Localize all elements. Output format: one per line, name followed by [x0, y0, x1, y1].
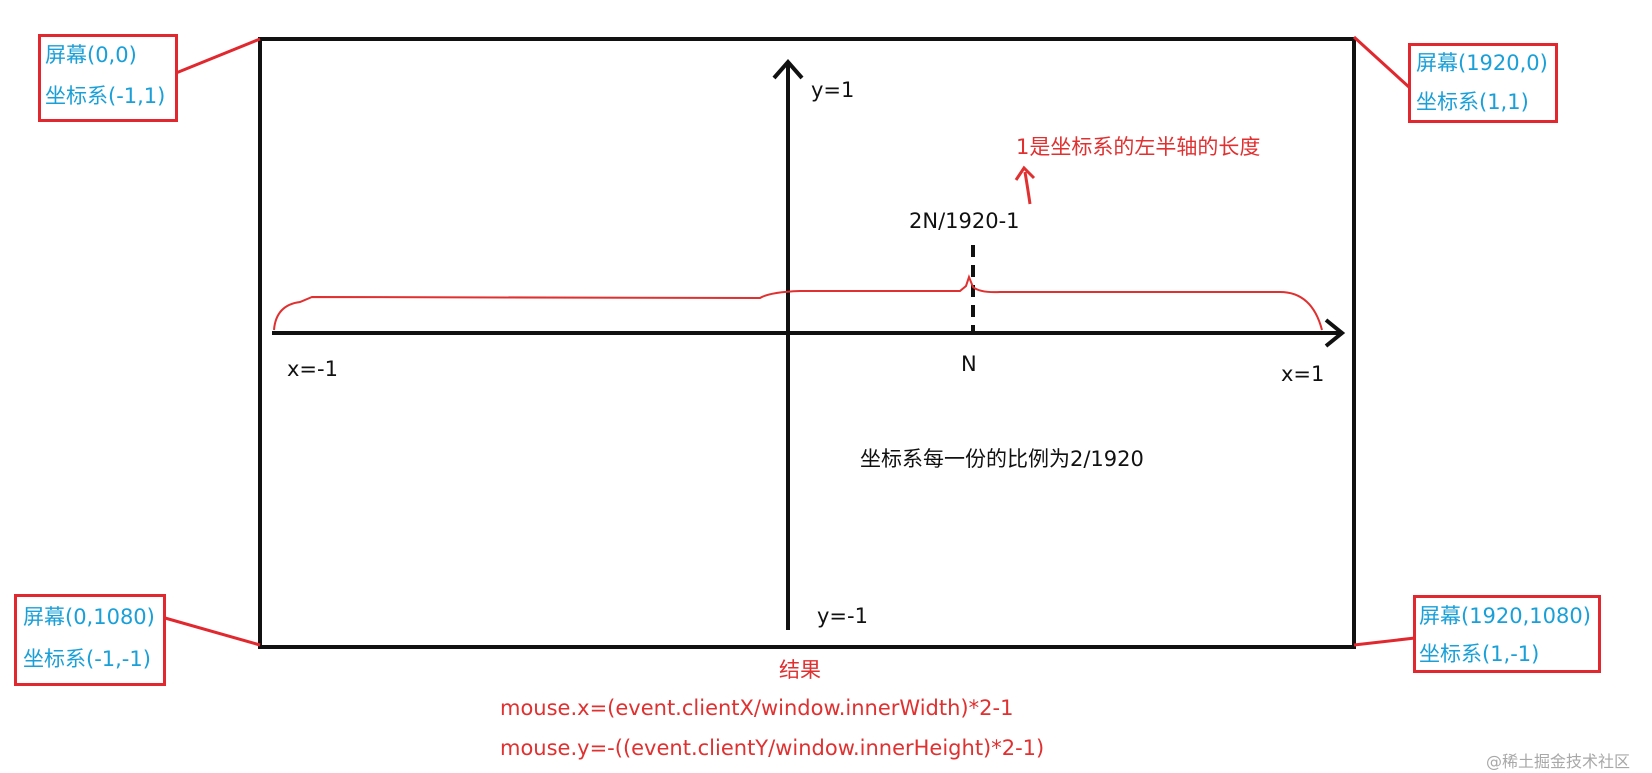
top-left-coord-label: 坐标系(-1,1) — [45, 84, 166, 108]
y-top-label: y=1 — [811, 78, 855, 102]
half-axis-bracket — [273, 274, 1323, 331]
bottom-left-screen-label: 屏幕(0,1080) — [23, 605, 155, 629]
bottom-right-screen-label: 屏幕(1920,1080) — [1419, 604, 1591, 628]
x-left-label: x=-1 — [287, 357, 338, 381]
n-formula-label: 2N/1920-1 — [909, 209, 1020, 233]
note-arrow-head — [1014, 165, 1036, 181]
result-title: 结果 — [779, 658, 821, 682]
bottom-left-coord-label: 坐标系(-1,-1) — [23, 647, 151, 671]
bottom-right-coord-label: 坐标系(1,-1) — [1419, 642, 1540, 666]
top-right-screen-label: 屏幕(1920,0) — [1416, 51, 1548, 75]
connector-bottom-left — [164, 616, 261, 647]
note-arrow-shaft — [1023, 171, 1032, 205]
watermark: @稀土掘金技术社区 — [1486, 752, 1631, 771]
connector-top-right — [1352, 35, 1412, 90]
corner-box-top-right: 屏幕(1920,0) 坐标系(1,1) — [1408, 43, 1558, 123]
y-axis-arrowhead — [772, 58, 804, 80]
half-axis-note: 1是坐标系的左半轴的长度 — [1016, 135, 1261, 159]
connector-bottom-right — [1353, 636, 1416, 647]
corner-box-top-left: 屏幕(0,0) 坐标系(-1,1) — [38, 34, 178, 122]
screen-rectangle — [258, 37, 1356, 649]
mouse-y-formula: mouse.y=-((event.clientY/window.innerHei… — [500, 736, 1045, 760]
n-label: N — [961, 352, 977, 376]
top-left-screen-label: 屏幕(0,0) — [45, 43, 137, 67]
ratio-note: 坐标系每一份的比例为2/1920 — [860, 447, 1144, 471]
corner-box-bottom-left: 屏幕(0,1080) 坐标系(-1,-1) — [14, 594, 166, 686]
connector-top-left — [175, 37, 261, 75]
mouse-x-formula: mouse.x=(event.clientX/window.innerWidth… — [500, 696, 1014, 720]
top-right-coord-label: 坐标系(1,1) — [1416, 90, 1529, 114]
x-axis-arrowhead — [1324, 318, 1346, 348]
y-bottom-label: y=-1 — [817, 604, 868, 628]
corner-box-bottom-right: 屏幕(1920,1080) 坐标系(1,-1) — [1413, 595, 1601, 673]
x-right-label: x=1 — [1281, 362, 1325, 386]
